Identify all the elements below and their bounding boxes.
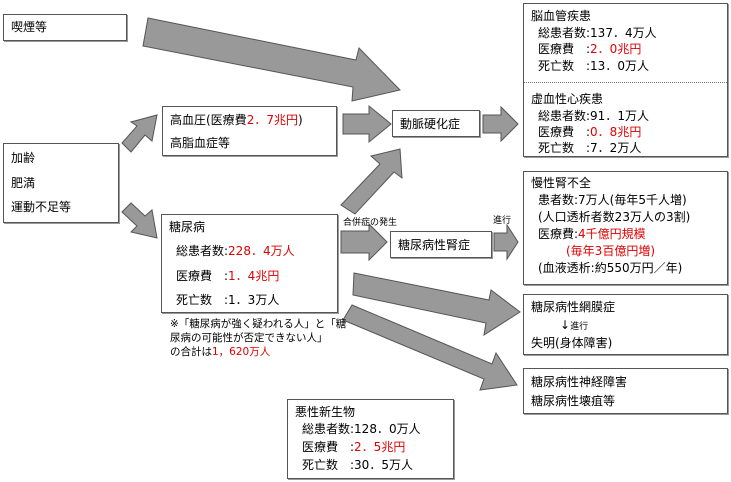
arteriosclerosis-label: 動脈硬化症 xyxy=(400,117,461,131)
renal-failure-box: 慢性腎不全 患者数:7万人(毎年5千人増) (人口透析者数23万人の3割) 医療… xyxy=(523,171,728,285)
renal-dialysis-cost: (血液透析:約550万円／年) xyxy=(538,261,683,275)
arrow-nephropathy-to-renal xyxy=(493,223,519,261)
hypertension-box: 高血圧(医療費2．7兆円) 高脂血症等 xyxy=(162,106,337,156)
retinopathy-progression: 進行 xyxy=(570,322,589,332)
ischemic-deaths: 死亡数 :7．2万人 xyxy=(538,141,642,155)
factor-lack-of-exercise: 運動不足等 xyxy=(11,200,72,214)
neuropathy-box: 糖尿病性神経障害 糖尿病性壊疽等 xyxy=(523,368,728,414)
diabetes-patients-label: 総患者数: xyxy=(176,244,229,258)
diabetes-deaths: 死亡数 :1．3万人 xyxy=(176,292,279,308)
arrow-diabetes-to-nephropathy xyxy=(340,222,388,262)
smoking-label: 喫煙等 xyxy=(11,20,48,34)
neuropathy-line1: 糖尿病性神経障害 xyxy=(531,375,628,389)
cerebro-cost: 医療費 :2．0兆円 xyxy=(538,41,641,57)
diabetes-note-prefix: の合計は xyxy=(170,346,212,358)
diabetes-patients: 総患者数:228．4万人 xyxy=(176,243,295,259)
diabetes-cost-label: 医療費 : xyxy=(176,269,229,283)
neuropathy-line2: 糖尿病性壊疽等 xyxy=(531,394,616,408)
diabetes-note-total: 1，620万人 xyxy=(212,346,271,358)
factor-aging: 加齢 xyxy=(11,151,36,165)
diabetes-cost-value: 1．4兆円 xyxy=(228,269,280,283)
arrow-arteriosclerosis-to-diseases xyxy=(482,105,519,143)
renal-cost-value: 4千億円規模 xyxy=(578,227,646,241)
factor-obesity: 肥満 xyxy=(11,176,36,190)
retinopathy-title: 糖尿病性網膜症 xyxy=(531,300,616,314)
renal-title: 慢性腎不全 xyxy=(531,176,592,190)
hypertension-line: 高血圧(医療費2．7兆円) xyxy=(170,112,303,128)
cancer-deaths: 死亡数 :30．5万人 xyxy=(302,458,413,472)
arrow-diabetes-to-arteriosclerosis xyxy=(340,148,403,215)
cerebro-title: 脳血管疾患 xyxy=(531,9,592,23)
hyperlipidemia-label: 高脂血症等 xyxy=(170,136,231,150)
arteriosclerosis-box: 動脈硬化症 xyxy=(392,110,480,137)
renal-dialysis: (人口透析者数23万人の3割) xyxy=(538,210,691,224)
cancer-patients: 総患者数:128．0万人 xyxy=(302,422,421,436)
hypertension-label: 高血圧(医療費 xyxy=(170,113,247,127)
arrow-diabetes-to-retinopathy xyxy=(352,272,521,337)
ischemic-cost: 医療費 :0．8兆円 xyxy=(538,124,641,140)
cerebro-patients: 総患者数:137．4万人 xyxy=(538,26,657,40)
cancer-cost-value: 2．5兆円 xyxy=(354,440,406,454)
cancer-cost: 医療費 :2．5兆円 xyxy=(302,439,405,455)
ischemic-patients: 総患者数:91．1万人 xyxy=(538,109,649,123)
cancer-cost-label: 医療費 : xyxy=(302,440,355,454)
arrow-diabetes-to-neuropathy xyxy=(342,304,518,391)
hypertension-paren: ) xyxy=(297,113,303,127)
retinopathy-arrow: ↓進行 xyxy=(560,317,588,335)
down-arrow-icon: ↓ xyxy=(560,318,571,332)
cerebro-cost-label: 医療費 : xyxy=(538,42,591,56)
retinopathy-box: 糖尿病性網膜症 ↓進行 失明(身体障害) xyxy=(523,294,728,355)
cerebro-deaths: 死亡数 :13．0万人 xyxy=(538,59,649,73)
renal-patients: 患者数:7万人(毎年5千人増) xyxy=(538,193,687,207)
cardiovascular-box: 脳血管疾患 総患者数:137．4万人 医療費 :2．0兆円 死亡数 :13．0万… xyxy=(523,3,728,157)
cerebro-cost-value: 2．0兆円 xyxy=(590,42,642,56)
retinopathy-outcome: 失明(身体障害) xyxy=(531,336,613,350)
diabetes-cost: 医療費 :1．4兆円 xyxy=(176,268,279,284)
hypertension-cost: 2．7兆円 xyxy=(246,113,298,127)
progression-label: 進行 xyxy=(493,216,512,226)
diabetes-note-line1: ※「糖尿病が強く疑われる人」と「糖 xyxy=(170,318,347,330)
renal-cost-label: 医療費: xyxy=(538,227,579,241)
renal-cost: 医療費:4千億円規模 xyxy=(538,226,646,242)
ischemic-cost-value: 0．8兆円 xyxy=(590,125,642,139)
divider xyxy=(524,82,727,83)
diabetes-patients-value: 228．4万人 xyxy=(228,244,295,258)
nephropathy-label: 糖尿病性腎症 xyxy=(398,238,471,252)
diabetes-deaths-value: 1．3万人 xyxy=(228,293,280,307)
arrow-hypertension-to-arteriosclerosis xyxy=(342,104,392,144)
diabetes-title: 糖尿病 xyxy=(169,220,206,234)
arrow-factors-to-diabetes xyxy=(121,202,158,239)
diabetes-deaths-label: 死亡数 : xyxy=(176,293,229,307)
renal-cost-increase: (毎年3百億円増) xyxy=(566,244,655,258)
diabetes-note-line2: 尿病の可能性が否定できない人」 xyxy=(170,332,328,344)
risk-factors-box: 加齢 肥満 運動不足等 xyxy=(3,143,119,223)
nephropathy-box: 糖尿病性腎症 xyxy=(390,231,492,258)
ischemic-cost-label: 医療費 : xyxy=(538,125,591,139)
smoking-box: 喫煙等 xyxy=(3,14,127,41)
arrow-smoking-to-arteriosclerosis xyxy=(142,17,401,102)
diabetes-note-line3: の合計は1，620万人 xyxy=(170,345,346,359)
cancer-box: 悪性新生物 総患者数:128．0万人 医療費 :2．5兆円 死亡数 :30．5万… xyxy=(287,399,454,479)
arrow-factors-to-hypertension xyxy=(121,114,158,153)
diabetes-note: ※「糖尿病が強く疑われる人」と「糖 尿病の可能性が否定できない人」 の合計は1，… xyxy=(170,317,346,359)
complication-label: 合併症の発生 xyxy=(343,218,398,228)
cancer-title: 悪性新生物 xyxy=(295,405,356,419)
ischemic-title: 虚血性心疾患 xyxy=(531,92,604,106)
diabetes-box: 糖尿病 総患者数:228．4万人 医療費 :1．4兆円 死亡数 :1．3万人 xyxy=(161,214,338,313)
